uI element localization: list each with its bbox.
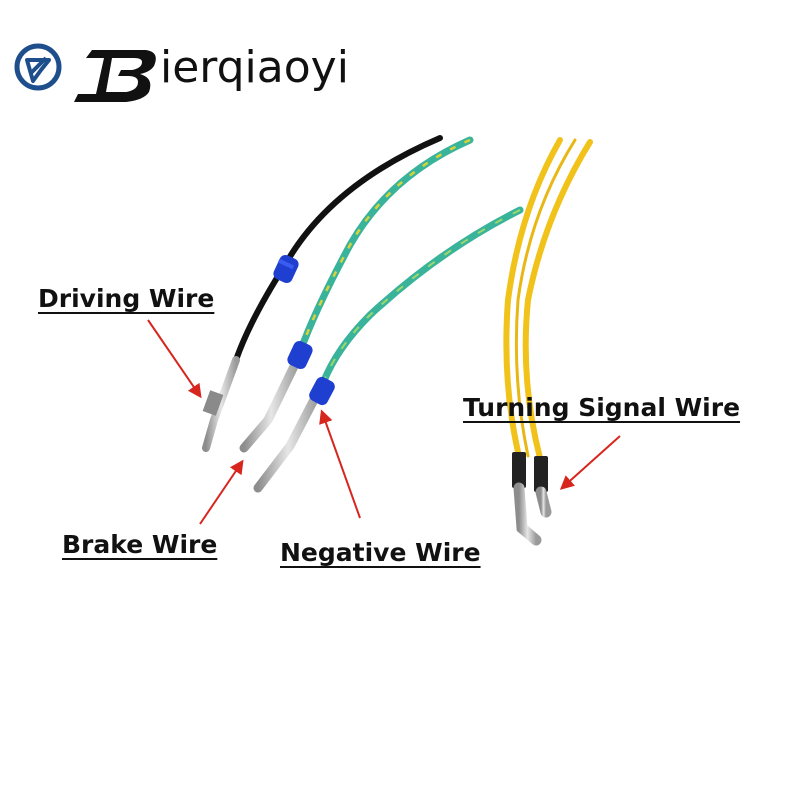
negative-arrow (319, 409, 361, 519)
brand-logo-icon (14, 43, 62, 91)
negative-wire-label: Negative Wire (280, 538, 481, 567)
turning-arrow (559, 435, 621, 490)
brand-name: ierqiaoyi (160, 42, 349, 93)
turning-signal-wires (503, 137, 593, 546)
negative-wire (253, 206, 524, 493)
brake-wire-label: Brake Wire (62, 530, 218, 559)
driving-wire (202, 135, 443, 452)
brake-arrow (199, 459, 244, 525)
driving-arrow (147, 319, 202, 399)
blue-seal-driving-icon (273, 254, 299, 284)
blue-seal-negative-icon (309, 376, 335, 406)
driving-wire-label: Driving Wire (38, 284, 215, 313)
blue-seal-brake-icon (287, 340, 313, 370)
brake-wire (239, 136, 474, 453)
brand-b-letter-icon (74, 50, 156, 102)
turning-signal-wire-label: Turning Signal Wire (463, 393, 741, 422)
